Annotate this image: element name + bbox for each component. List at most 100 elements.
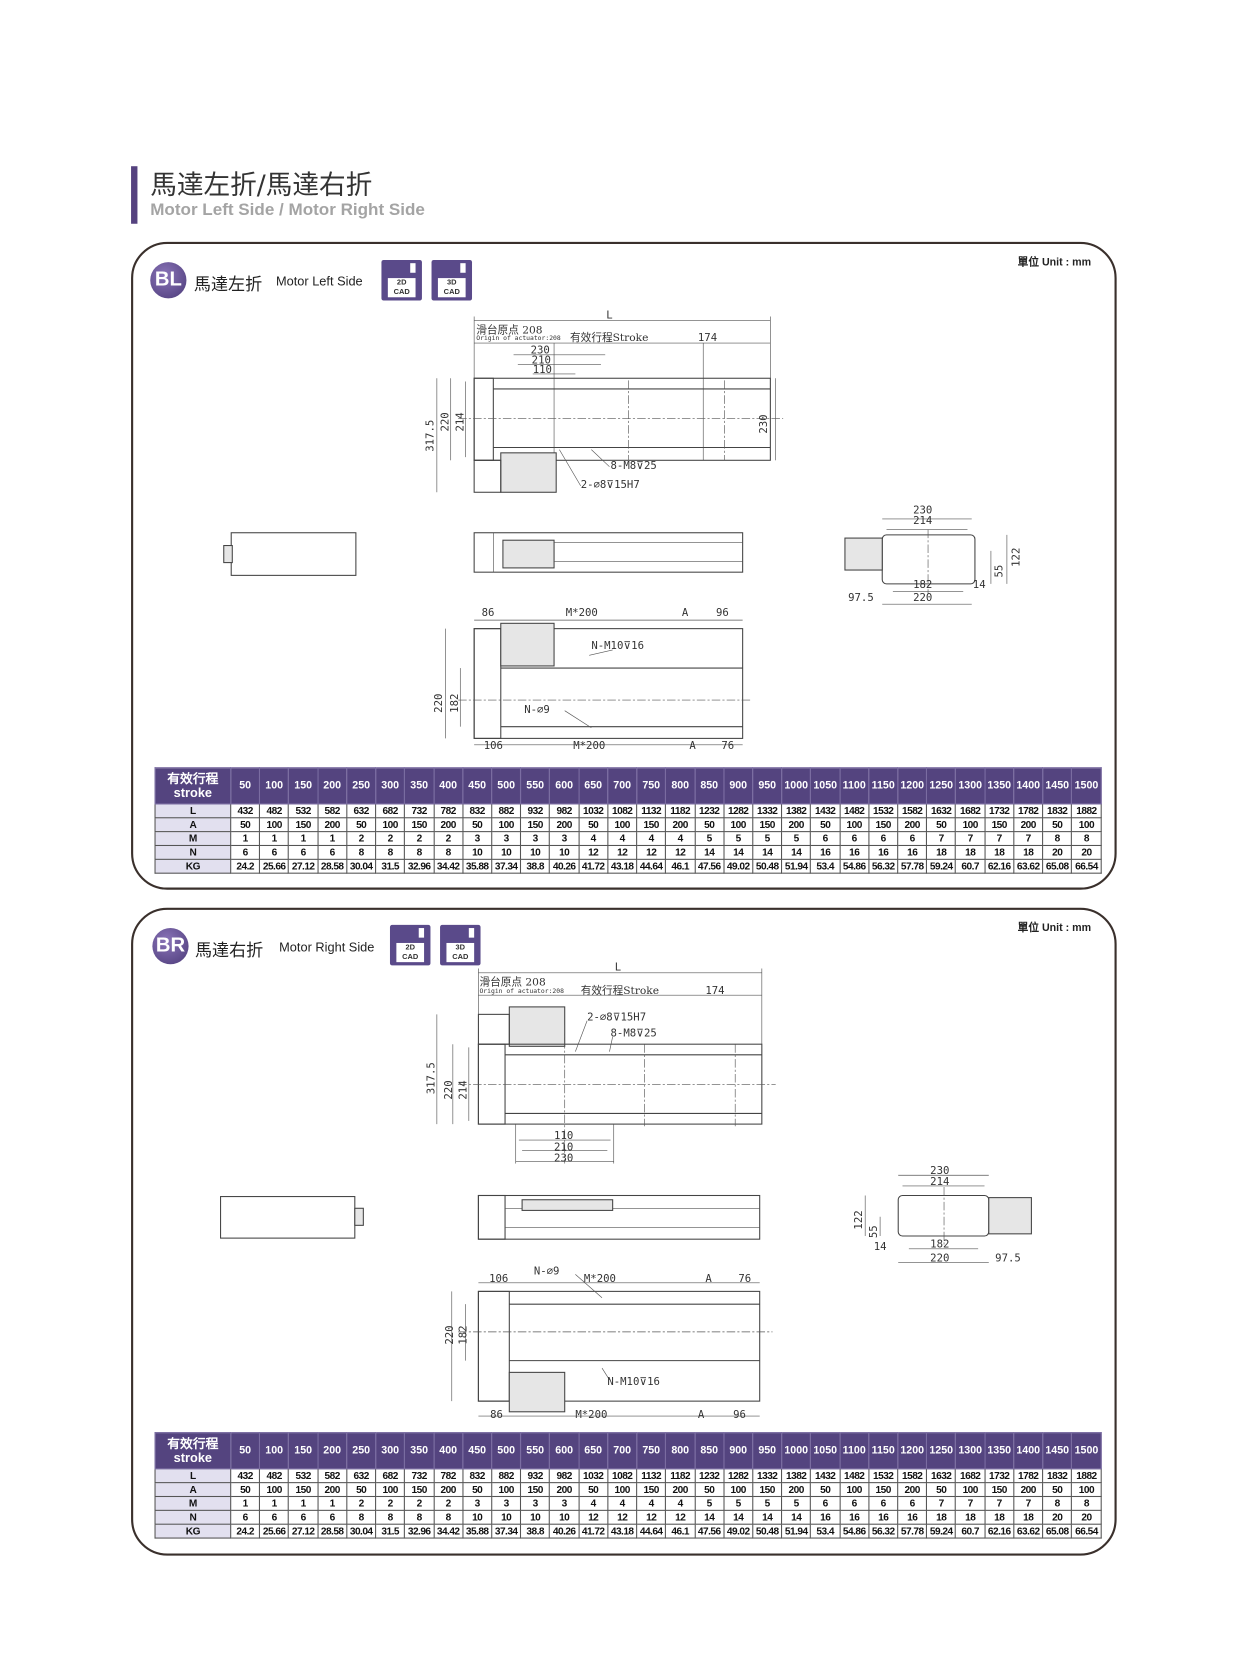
side-views: 230 214 182 220 97.5 14 55 122	[223, 504, 1023, 605]
table-cell: 4	[578, 1495, 609, 1511]
table-cell: 40.26	[549, 858, 580, 874]
table-cell: 150	[636, 817, 667, 833]
dimension-label: 滑台原点 208	[476, 324, 542, 337]
table-cell: 16	[839, 844, 870, 860]
table-cell: 57.78	[897, 1523, 928, 1539]
table-cell: 150	[404, 817, 435, 833]
floppy-icon	[460, 263, 466, 273]
section-title-zh: 馬達右折	[194, 939, 264, 961]
stroke-column-header: 1250	[926, 1432, 957, 1470]
dimension-label: 220	[439, 412, 452, 431]
table-cell: 24.2	[230, 858, 261, 874]
stroke-column-header: 1150	[868, 767, 899, 805]
table-cell: 8	[433, 1509, 464, 1525]
table-cell: 7	[1013, 1495, 1044, 1511]
table-cell: 14	[694, 844, 725, 860]
table-cell: 43.18	[607, 858, 638, 874]
table-cell: 2	[433, 1495, 464, 1511]
table-cell: 100	[955, 817, 986, 833]
table-cell: 34.42	[433, 858, 464, 874]
table-cell: 18	[984, 844, 1015, 860]
stroke-column-header: 1250	[926, 767, 957, 805]
stroke-column-header: 1200	[897, 767, 928, 805]
table-cell: 200	[549, 1482, 580, 1498]
table-cell: 51.94	[781, 1523, 812, 1539]
table-cell: 50.48	[752, 858, 783, 874]
stroke-column-header: 850	[694, 1432, 725, 1470]
dimension-label: 220	[442, 1080, 455, 1099]
table-cell: 6	[897, 831, 928, 847]
dimension-label: 106	[489, 1272, 508, 1285]
table-cell: 5	[723, 831, 754, 847]
table-cell: 100	[723, 1482, 754, 1498]
dimension-label: N-⌀9	[524, 703, 550, 716]
table-cell: 5	[752, 1495, 783, 1511]
floppy-icon	[418, 928, 425, 938]
table-cell: 1	[230, 1495, 261, 1511]
table-cell: 100	[607, 1482, 638, 1498]
table-cell: 1082	[607, 1468, 638, 1484]
stroke-column-header: 700	[607, 767, 638, 805]
dimension-label: 有效行程Stroke	[581, 984, 659, 997]
row-label: N	[154, 1509, 232, 1525]
stroke-column-header: 1300	[955, 1432, 986, 1470]
dimension-label: A	[682, 606, 689, 619]
dimension-label: Origin of actuator:208	[476, 334, 561, 342]
dimension-label: 220	[432, 694, 445, 713]
dimension-label: 317.5	[424, 420, 437, 452]
cad-3d-download-button[interactable]: 3D CAD	[431, 259, 473, 301]
table-cell: 150	[752, 1482, 783, 1498]
table-cell: 40.26	[549, 1523, 580, 1539]
dimension-label: N-M10⊽16	[607, 1375, 660, 1388]
cad-2d-download-button[interactable]: 2D CAD	[389, 924, 431, 966]
table-cell: 59.24	[926, 858, 957, 874]
stroke-column-header: 1350	[984, 767, 1015, 805]
table-cell: 1632	[926, 1468, 957, 1484]
dimension-label: 220	[913, 591, 932, 604]
table-cell: 150	[868, 1482, 899, 1498]
row-label: L	[154, 1468, 232, 1484]
section-title-en: Motor Right Side	[279, 939, 375, 955]
table-cell: 732	[404, 803, 435, 819]
table-cell: 59.24	[926, 1523, 957, 1539]
table-cell: 53.4	[810, 858, 841, 874]
table-cell: 1	[259, 1495, 290, 1511]
dimension-label: 317.5	[425, 1062, 438, 1094]
stroke-column-header: 700	[607, 1432, 638, 1470]
table-cell: 7	[955, 1495, 986, 1511]
table-cell: 682	[375, 803, 406, 819]
dimension-label: 174	[698, 331, 717, 344]
table-cell: 10	[520, 844, 551, 860]
stroke-column-header: 150	[288, 1432, 319, 1470]
table-cell: 57.78	[897, 858, 928, 874]
dimension-label: 230	[913, 504, 932, 517]
table-cell: 20	[1042, 1509, 1073, 1525]
dimension-label: 182	[913, 578, 932, 591]
table-cell: 25.66	[259, 858, 290, 874]
dimension-label: 55	[993, 565, 1006, 578]
table-cell: 6	[317, 1509, 348, 1525]
stroke-column-header: 950	[752, 767, 783, 805]
table-cell: 4	[665, 831, 696, 847]
table-cell: 2	[346, 1495, 377, 1511]
table-cell: 932	[520, 1468, 551, 1484]
cad-2d-download-button[interactable]: 2D CAD	[381, 259, 422, 301]
stroke-column-header: 800	[665, 1432, 696, 1470]
dimension-label: 86	[490, 1408, 503, 1421]
table-cell: 53.4	[810, 1523, 841, 1539]
table-cell: 60.7	[955, 1523, 986, 1539]
table-cell: 1282	[723, 1468, 754, 1484]
table-cell: 20	[1071, 844, 1102, 860]
table-cell: 100	[607, 817, 638, 833]
table-cell: 200	[781, 817, 812, 833]
dimension-label: 182	[457, 1325, 470, 1344]
table-cell: 8	[346, 1509, 377, 1525]
table-cell: 50	[230, 817, 261, 833]
table-cell: 1832	[1042, 1468, 1073, 1484]
cad-3d-download-button[interactable]: 3D CAD	[440, 924, 481, 966]
table-cell: 1382	[781, 1468, 812, 1484]
